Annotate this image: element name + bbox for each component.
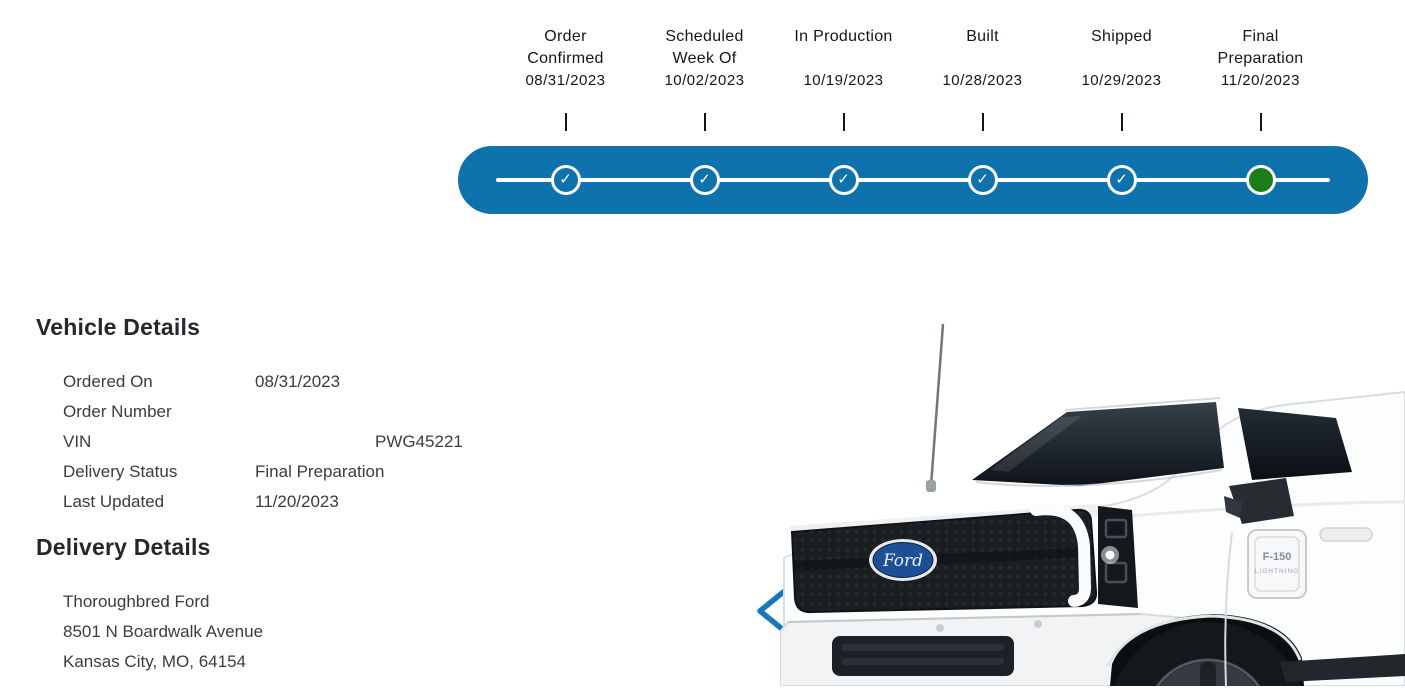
stage-label: Shipped: [1091, 28, 1152, 45]
side-mirror: [1224, 478, 1294, 524]
check-icon: ✓: [837, 171, 850, 188]
front-wheel: [1106, 614, 1304, 691]
check-icon: ✓: [976, 171, 989, 188]
windshield: [972, 397, 1224, 487]
vehicle-photo: Ford F: [779, 320, 1405, 691]
check-icon: ✓: [1115, 171, 1128, 188]
progress-track-pill: ✓ ✓ ✓ ✓ ✓: [458, 146, 1368, 214]
progress-node-order-confirmed: ✓: [550, 165, 581, 195]
stage-date: 10/19/2023: [803, 72, 884, 89]
stage-in-production: In Production 10/19/2023: [774, 26, 913, 131]
detail-row-order-number: Order Number: [63, 397, 676, 427]
progress-node-shipped: ✓: [1106, 165, 1137, 195]
stage-label: Final Preparation: [1217, 28, 1304, 67]
detail-label: Delivery Status: [63, 462, 178, 481]
progress-line: [496, 178, 1330, 182]
antenna: [926, 323, 945, 492]
stage-date: 10/28/2023: [942, 72, 1023, 89]
stage-label: Scheduled Week Of: [665, 28, 744, 67]
side-window: [1238, 408, 1352, 480]
detail-row-vin: VIN PWG45221: [63, 427, 676, 457]
stage-label: Order Confirmed: [527, 28, 604, 67]
progress-node-current-green-dot: [1245, 165, 1276, 195]
door-details: [1224, 527, 1405, 687]
stage-date: 11/20/2023: [1221, 72, 1300, 89]
detail-value: Final Preparation: [255, 462, 385, 481]
stage-shipped: Shipped 10/29/2023: [1052, 26, 1191, 131]
charge-port-door: F-150 LIGHTNING: [1247, 529, 1307, 599]
stage-date: 08/31/2023: [525, 72, 606, 89]
detail-row-delivery-status: Delivery Status Final Preparation: [63, 457, 676, 487]
carousel-prev-button[interactable]: [748, 580, 800, 642]
detail-row-last-updated: Last Updated 11/20/2023: [63, 487, 676, 517]
vehicle-details-section: Vehicle Details Ordered On 08/31/2023 Or…: [36, 314, 676, 517]
stage-final-preparation: Final Preparation 11/20/2023: [1191, 26, 1330, 131]
progress-node-in-production: ✓: [828, 165, 859, 195]
headlight: [1030, 503, 1138, 608]
stage-tick-mark: [703, 113, 706, 131]
dealer-address: Thoroughbred Ford 8501 N Boardwalk Avenu…: [63, 587, 676, 677]
stage-tick-mark: [564, 113, 567, 131]
timeline-stage-labels: Order Confirmed 08/31/2023 Scheduled Wee…: [496, 26, 1330, 131]
stage-built: Built 10/28/2023: [913, 26, 1052, 131]
stage-tick-mark: [842, 113, 845, 131]
delivery-details-section: Delivery Details Thoroughbred Ford 8501 …: [36, 534, 676, 677]
chevron-left-icon: [757, 582, 795, 640]
detail-label: VIN: [63, 432, 92, 451]
stage-date: 10/02/2023: [664, 72, 745, 89]
stage-label: In Production: [794, 28, 893, 45]
delivery-details-heading: Delivery Details: [36, 534, 211, 560]
grille: [790, 508, 1098, 614]
stage-date: 10/29/2023: [1081, 72, 1162, 89]
dealer-name: Thoroughbred Ford: [63, 592, 210, 611]
vehicle-image: Ford F: [779, 323, 1405, 691]
ford-logo-script: Ford: [882, 551, 923, 571]
dealer-street: 8501 N Boardwalk Avenue: [63, 622, 264, 641]
ford-logo: Ford: [869, 539, 937, 581]
stage-scheduled: Scheduled Week Of 10/02/2023: [635, 26, 774, 131]
detail-row-ordered-on: Ordered On 08/31/2023: [63, 367, 676, 397]
progress-node-built: ✓: [967, 165, 998, 195]
progress-node-scheduled: ✓: [689, 165, 720, 195]
detail-label: Order Number: [63, 402, 172, 421]
stage-order-confirmed: Order Confirmed 08/31/2023: [496, 26, 635, 131]
detail-label: Ordered On: [63, 372, 153, 391]
stage-label: Built: [966, 28, 999, 45]
check-icon: ✓: [698, 171, 711, 188]
stage-tick-mark: [1120, 113, 1123, 131]
detail-label: Last Updated: [63, 492, 165, 511]
detail-value: PWG45221: [375, 432, 463, 451]
model-badge: F-150: [1263, 551, 1292, 563]
vehicle-details-rows: Ordered On 08/31/2023 Order Number VIN P…: [63, 367, 676, 517]
stage-tick-mark: [981, 113, 984, 131]
detail-value: 08/31/2023: [255, 372, 341, 391]
check-icon: ✓: [559, 171, 572, 188]
vehicle-details-heading: Vehicle Details: [36, 314, 201, 340]
model-badge-sub: LIGHTNING: [1255, 568, 1299, 575]
dealer-city-state-zip: Kansas City, MO, 64154: [63, 652, 246, 671]
detail-value: 11/20/2023: [255, 492, 339, 511]
stage-tick-mark: [1259, 113, 1262, 131]
